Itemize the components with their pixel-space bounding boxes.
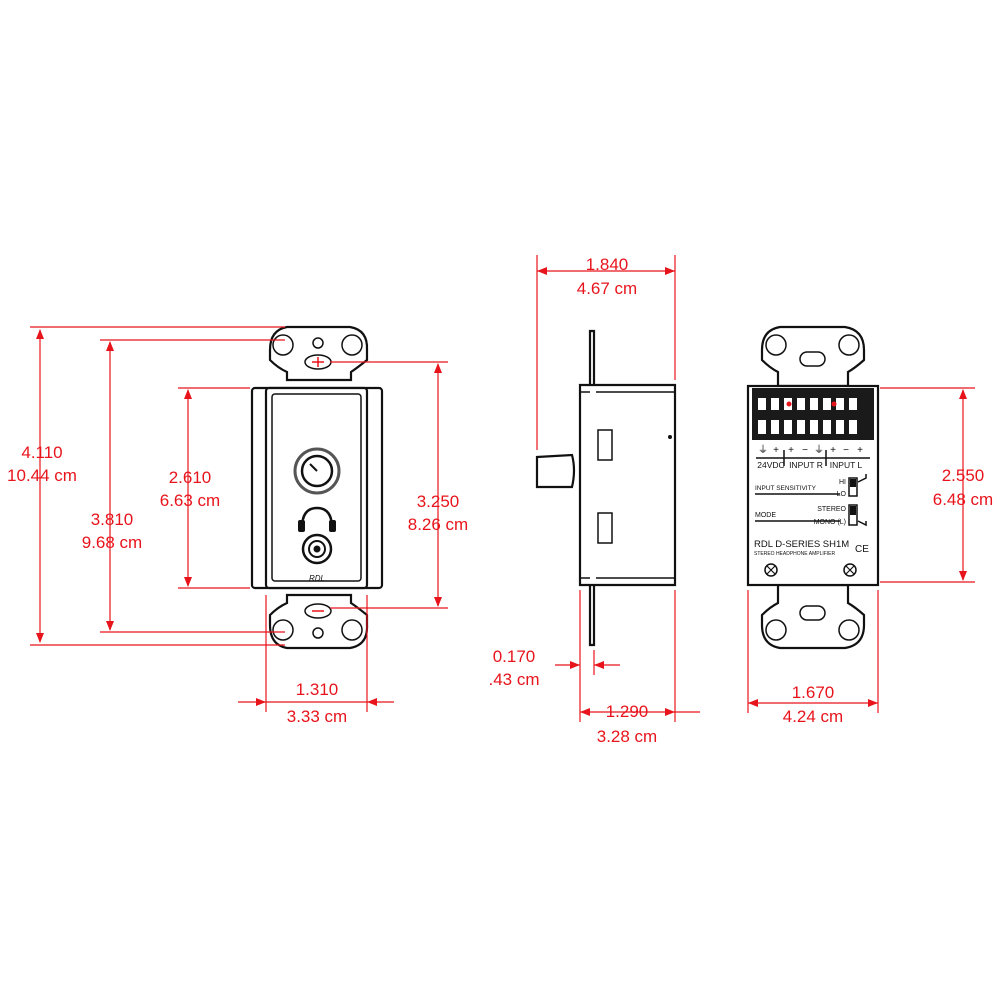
- strap-small-hole-icon: [312, 627, 324, 639]
- model-label: RDL D-SERIES SH1M: [754, 539, 849, 550]
- terminal-symbol: −: [802, 445, 808, 456]
- terminal-group-label: 24VDC: [757, 460, 784, 470]
- strap-hole-icon: [272, 334, 294, 356]
- side-clip: [597, 512, 613, 544]
- strap-hole-icon: [838, 619, 860, 641]
- terminal-screws: [758, 398, 857, 434]
- side-clip: [597, 429, 613, 461]
- dim-plate-height-in: 3.810: [91, 510, 134, 529]
- terminal-symbol: +: [857, 445, 863, 456]
- front-panel-inner: [271, 393, 362, 582]
- dim-depth-in: 1.840: [586, 255, 629, 274]
- sensitivity-lo-label: LO: [837, 491, 847, 498]
- strap-small-hole-icon: [312, 337, 324, 349]
- sensitivity-hi-label: HI: [839, 479, 846, 486]
- dim-total-height-cm: 10.44 cm: [7, 466, 77, 485]
- dim-rear-height-in: 2.550: [942, 466, 985, 485]
- rear-view: ⏚ + + − ⏚ + − + 24VDC INPUT R INPUT L IN…: [746, 325, 993, 726]
- dim-panel-height-in: 2.610: [169, 468, 212, 487]
- dim-front-width-cm: 3.33 cm: [287, 707, 347, 726]
- terminal-symbol: +: [788, 445, 794, 456]
- dim-rear-width-in: 1.670: [792, 683, 835, 702]
- sensitivity-switch-icon: [848, 477, 858, 497]
- front-view: RDL 4.110 10.44 cm 3.810: [7, 325, 468, 726]
- side-housing: [578, 383, 677, 587]
- dim-body-in: 1.290: [606, 702, 649, 721]
- dim-mount-height-in: 3.250: [417, 492, 460, 511]
- dim-total-height-in: 4.110: [21, 443, 62, 462]
- terminal-symbols: ⏚ + + − ⏚ + − +: [758, 444, 863, 456]
- strap-slot-icon: [799, 605, 826, 621]
- headphones-icon: [300, 506, 334, 529]
- plus-screw-icon: [304, 603, 332, 619]
- front-panel: [264, 386, 369, 590]
- brand-mark: RDL: [309, 574, 325, 583]
- dim-mount-height-cm: 8.26 cm: [408, 515, 468, 534]
- terminal-symbol: ⏚: [758, 444, 768, 456]
- side-knob: [535, 453, 576, 489]
- terminal-group-label: INPUT L: [830, 460, 863, 470]
- mode-stereo-label: STEREO: [817, 506, 846, 513]
- strap-hole-icon: [272, 619, 294, 641]
- strap-hole-icon: [341, 619, 363, 641]
- dim-flange-cm: .43 cm: [488, 670, 539, 689]
- mode-label: MODE: [755, 512, 776, 519]
- volume-knob-icon: [293, 447, 341, 495]
- strap-hole-icon: [765, 334, 787, 356]
- strap-hole-icon: [341, 334, 363, 356]
- screw-icon: [843, 563, 857, 577]
- dim-flange-in: 0.170: [493, 647, 536, 666]
- dim-rear-height-cm: 6.48 cm: [933, 490, 993, 509]
- terminal-symbol: +: [773, 445, 779, 456]
- screw-icon: [764, 563, 778, 577]
- rear-dimension-lines: [747, 387, 975, 713]
- front-dimension-lines: [30, 326, 448, 712]
- terminal-symbol: ⏚: [814, 444, 824, 456]
- terminal-symbol: +: [830, 445, 836, 456]
- side-view: 1.840 4.67 cm 0.170 .43 cm 1.290 3.28 cm: [488, 255, 700, 746]
- dim-panel-height-cm: 6.63 cm: [160, 491, 220, 510]
- mode-mono-label: MONO (L): [814, 519, 846, 526]
- terminal-group-label: INPUT R: [789, 460, 823, 470]
- side-dimension-lines: [536, 255, 700, 722]
- dim-body-cm: 3.28 cm: [597, 727, 657, 746]
- strap-hole-icon: [765, 619, 787, 641]
- dim-plate-height-cm: 9.68 cm: [82, 533, 142, 552]
- strap-hole-icon: [838, 334, 860, 356]
- terminal-symbol: −: [843, 445, 849, 456]
- dim-front-width-in: 1.310: [296, 680, 339, 699]
- mode-switch-icon: [848, 504, 858, 526]
- input-sensitivity-label: INPUT SENSITIVITY: [755, 485, 817, 492]
- model-description: STEREO HEADPHONE AMPLIFIER: [754, 551, 836, 557]
- ce-mark: CE: [855, 544, 869, 555]
- rear-mounting-strap: [760, 325, 866, 388]
- dim-rear-width-cm: 4.24 cm: [783, 707, 843, 726]
- rear-mounting-strap-bottom: [760, 583, 866, 650]
- strap-slot-icon: [799, 351, 826, 367]
- dim-depth-cm: 4.67 cm: [577, 279, 637, 298]
